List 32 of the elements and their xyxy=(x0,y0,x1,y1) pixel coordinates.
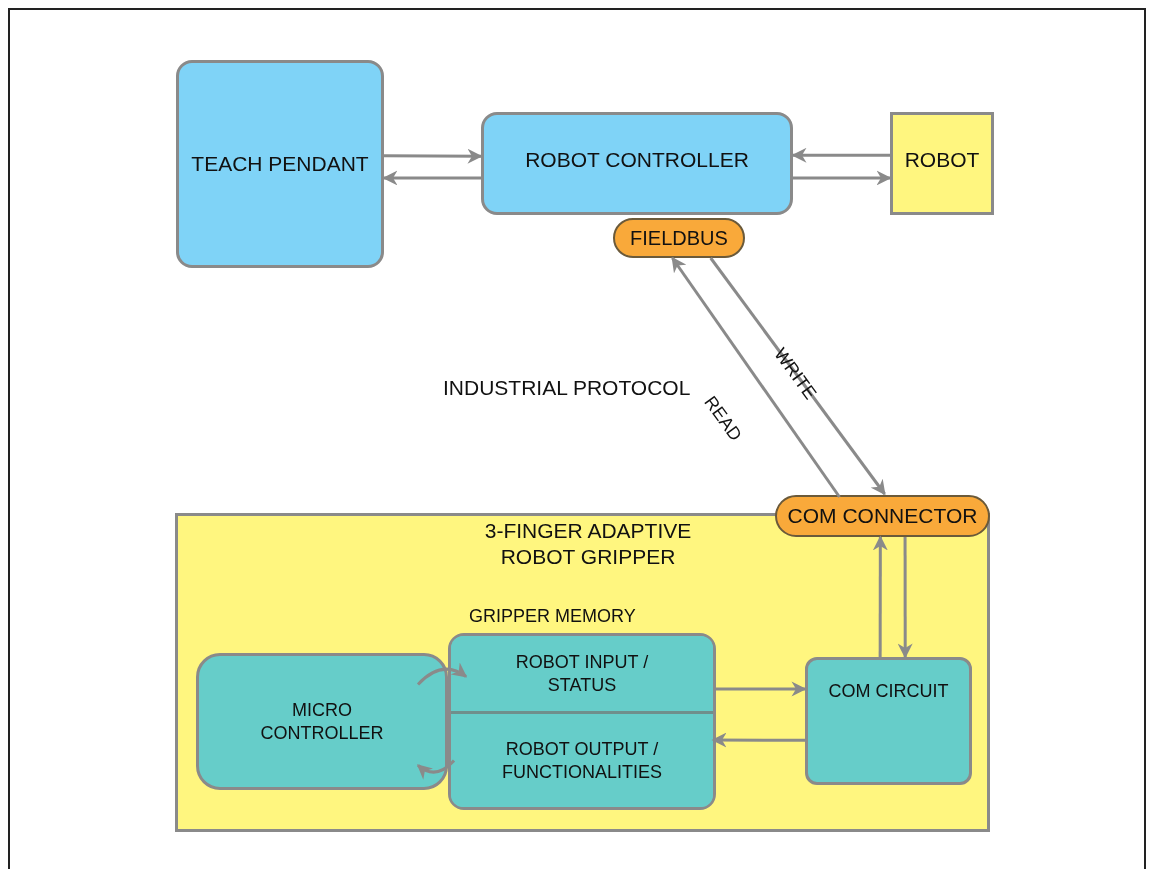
controller-box xyxy=(481,112,793,215)
arrow xyxy=(416,662,468,686)
controller-box xyxy=(196,653,448,790)
arrow xyxy=(416,759,456,780)
arrow xyxy=(711,732,805,748)
arrow xyxy=(872,535,888,657)
connector-pill xyxy=(775,495,990,537)
node-label: GRIPPER MEMORY xyxy=(469,605,636,628)
node-label: ROBOT OUTPUT / FUNCTIONALITIES xyxy=(501,738,663,783)
node-label: COM CONNECTOR xyxy=(787,502,978,529)
arrow xyxy=(791,147,890,163)
arrow xyxy=(709,257,886,496)
bus-pill xyxy=(613,218,745,258)
arrow xyxy=(897,537,913,659)
arrow xyxy=(671,256,841,498)
arrow xyxy=(384,148,483,164)
memory-section xyxy=(451,636,713,714)
protocol-label: INDUSTRIAL PROTOCOL xyxy=(443,375,691,401)
node-label: ROBOT CONTROLLER xyxy=(525,147,749,173)
node-label: ROBOT xyxy=(904,147,980,173)
circuit-box xyxy=(805,657,972,785)
device-box xyxy=(176,60,384,268)
node-label: ROBOT INPUT / STATUS xyxy=(514,651,650,696)
node-label: 3-FINGER ADAPTIVE ROBOT GRIPPER xyxy=(483,518,693,571)
arrow xyxy=(793,170,892,186)
node-label: MICRO CONTROLLER xyxy=(259,699,385,744)
node-label: TEACH PENDANT xyxy=(190,150,370,177)
arrow xyxy=(713,681,807,697)
node-label: COM CIRCUIT xyxy=(828,680,949,703)
node-label: FIELDBUS xyxy=(630,225,728,251)
arrow xyxy=(382,170,481,186)
robot-box xyxy=(890,112,994,215)
